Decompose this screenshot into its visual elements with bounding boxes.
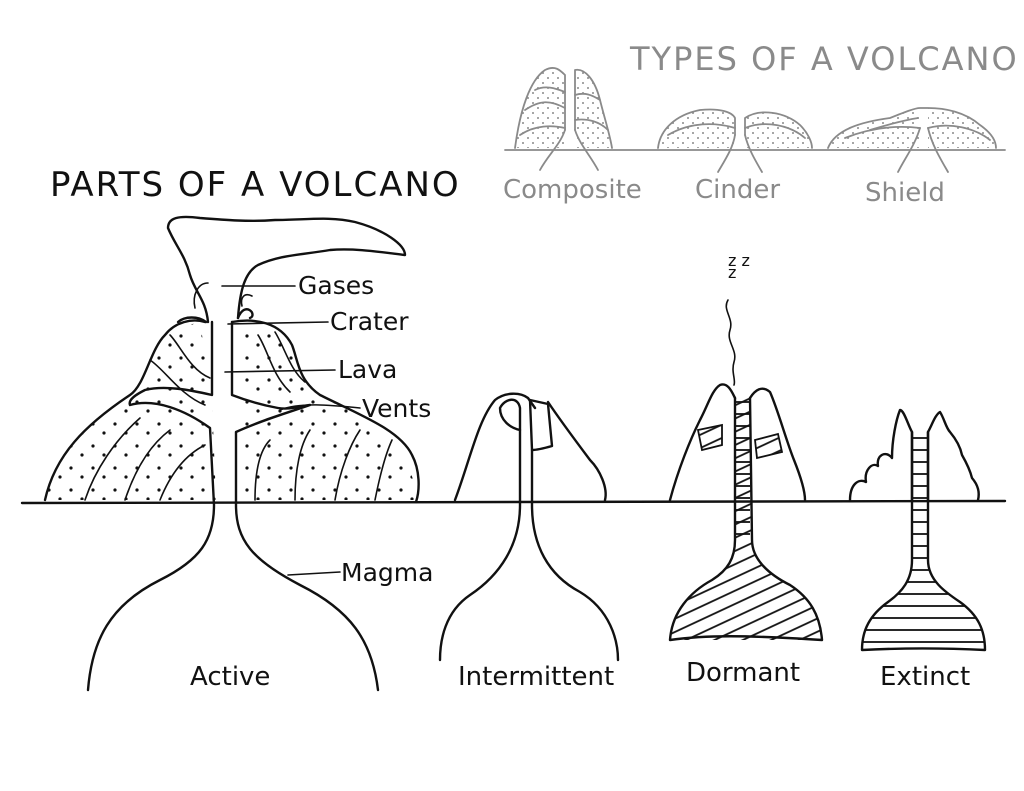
caption-shield: Shield (865, 178, 945, 208)
label-magma: Magma (341, 558, 434, 587)
active-cone-left-outline (43, 319, 207, 502)
active-gas-plume (166, 215, 407, 324)
caption-active: Active (190, 662, 271, 692)
cinder-volcano-sketch (657, 108, 813, 173)
leader-lava (224, 369, 336, 373)
title-types-of-a-volcano: TYPES OF A VOLCANO (630, 40, 1019, 78)
ground-line (20, 499, 1007, 505)
intermittent-volcano (438, 392, 620, 662)
extinct-volcano (848, 408, 987, 652)
active-conduit-left (86, 320, 216, 692)
leader-magma (287, 571, 341, 576)
sleep-zzz-text: z z z (728, 251, 750, 282)
caption-dormant: Dormant (686, 658, 801, 688)
title-parts-of-a-volcano: PARTS OF A VOLCANO (50, 165, 461, 205)
active-volcano-dotted-fill (45, 320, 418, 500)
caption-extinct: Extinct (880, 662, 971, 692)
active-cone-right-outline (230, 319, 420, 504)
label-crater: Crater (330, 307, 409, 336)
active-conduit-right (230, 320, 380, 692)
composite-volcano-sketch (514, 67, 613, 171)
leader-vents (279, 404, 361, 411)
label-lava: Lava (338, 355, 398, 384)
types-illustrations (504, 67, 1006, 173)
shield-volcano-sketch (827, 107, 997, 173)
caption-cinder: Cinder (695, 175, 781, 205)
leader-crater (227, 321, 329, 325)
caption-composite: Composite (503, 175, 642, 205)
label-gases: Gases (298, 271, 375, 300)
active-volcano (43, 215, 420, 692)
label-vents: Vents (362, 394, 432, 423)
dormant-volcano (668, 299, 824, 642)
caption-intermittent: Intermittent (458, 662, 615, 692)
